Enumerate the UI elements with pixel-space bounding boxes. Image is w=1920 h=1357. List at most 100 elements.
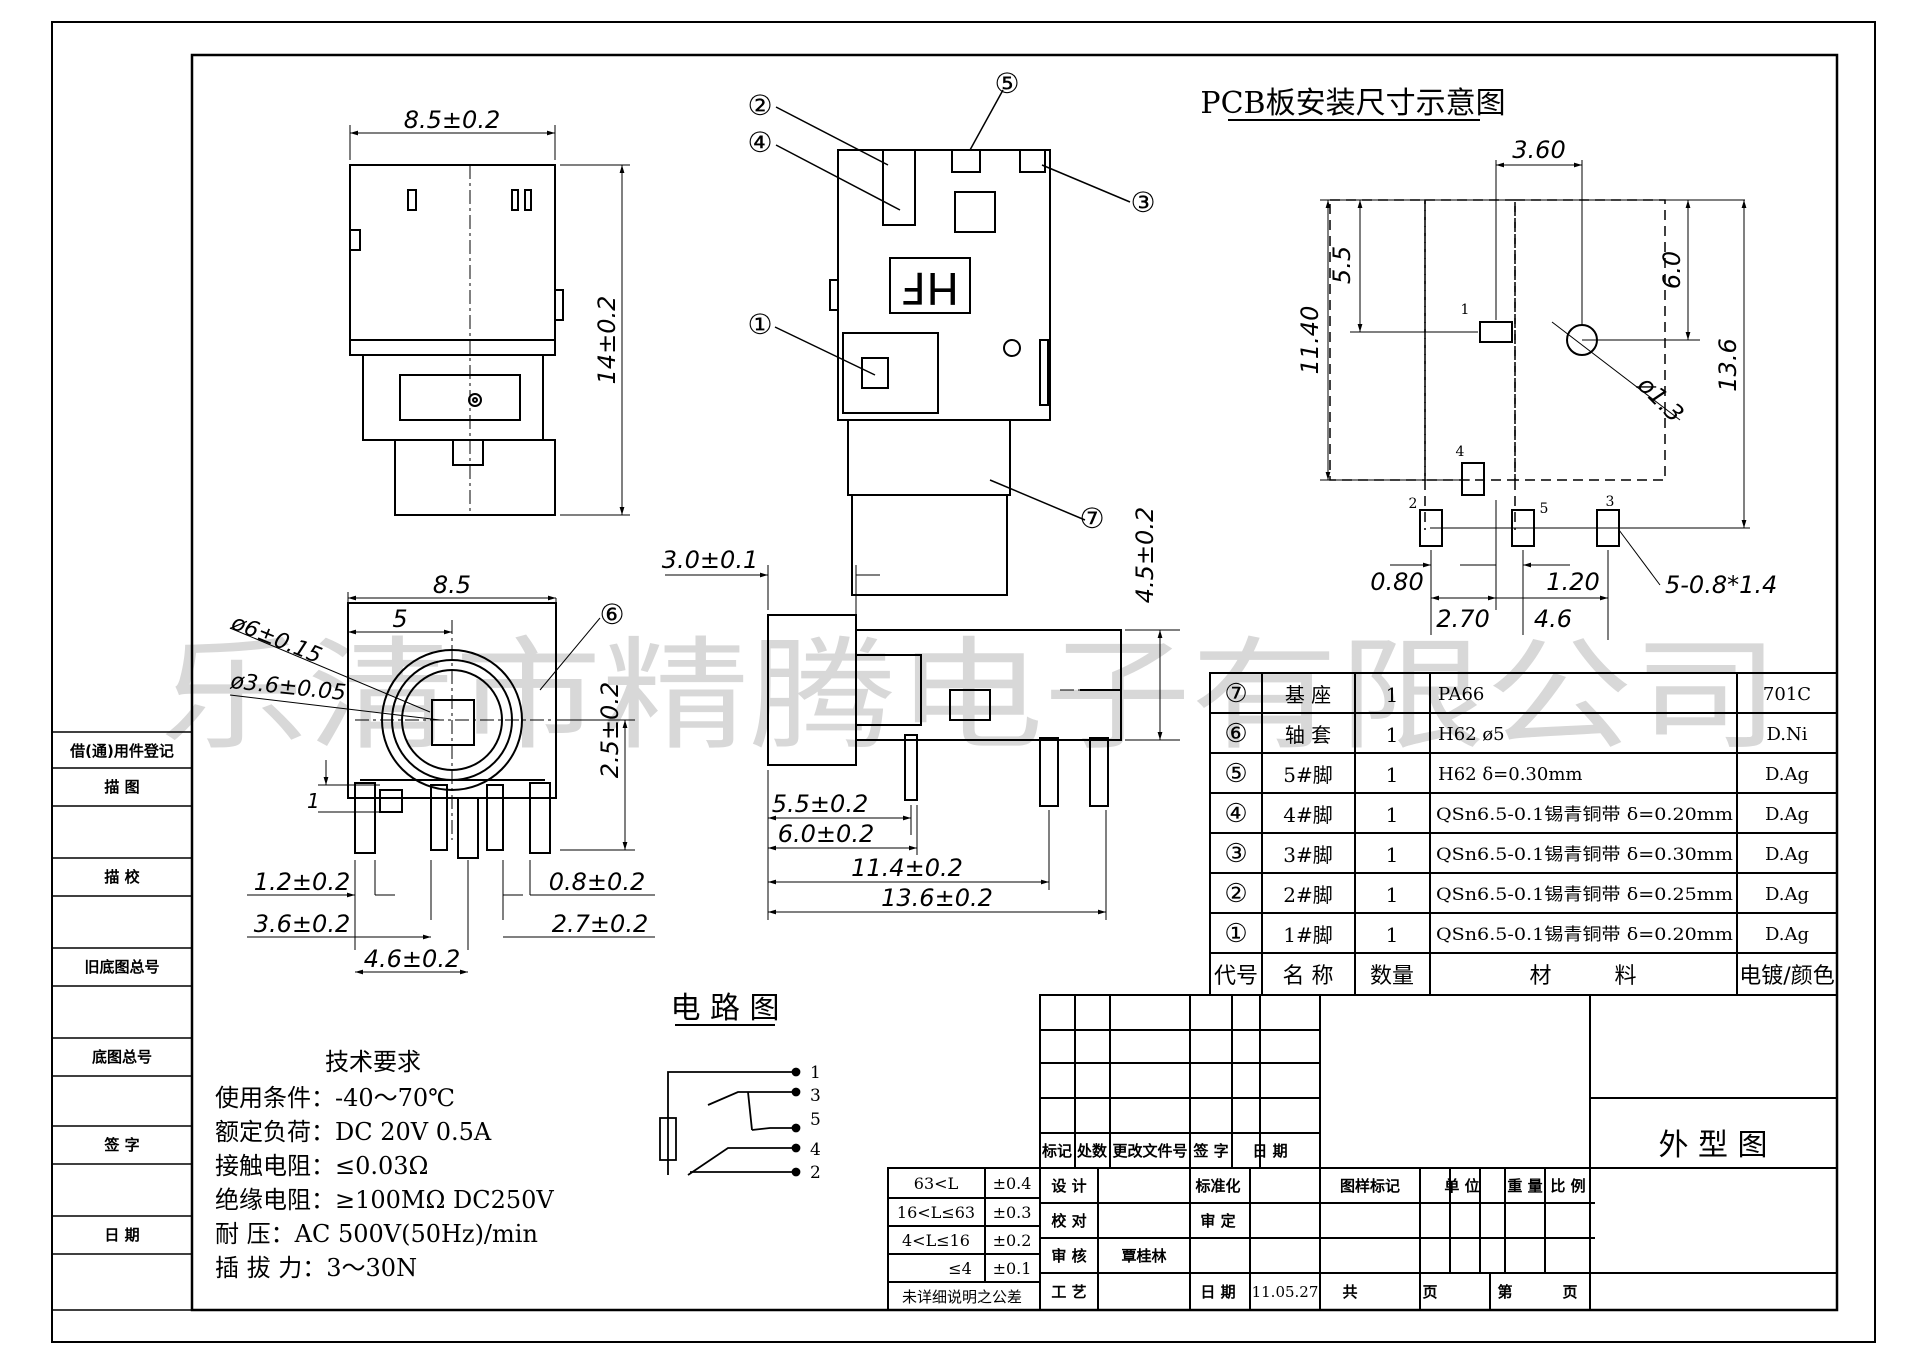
pcb-dim-120: 1.20	[1546, 568, 1599, 596]
bom-name: 4#脚	[1283, 803, 1332, 827]
pcb-pin-5: 5	[1540, 501, 1549, 517]
bom-row: ④ 4#脚 1 QSn6.5-0.1锡青铜带 δ=0.20mm D.Ag	[1224, 799, 1809, 829]
strip-trace-check: 描 校	[104, 868, 140, 886]
callout-5: ⑤	[994, 67, 1019, 100]
bom-plating: 701C	[1763, 684, 1811, 705]
strip-date: 日 期	[104, 1226, 139, 1244]
callout-3: ③	[1130, 186, 1155, 219]
tech-line: 接触电阻：≤0.03Ω	[215, 1152, 428, 1180]
bottom-dim-12: 1.2±0.2	[254, 868, 350, 896]
tol-value: ±0.3	[993, 1203, 1032, 1222]
strip-sign: 签 字	[103, 1136, 139, 1154]
circuit-pin-3: 3	[810, 1086, 821, 1106]
bottom-dim-36: 3.6±0.2	[254, 910, 350, 938]
bom-header: 代号 名 称 数量 材 料 电镀/颜色	[1214, 964, 1835, 989]
bom-code: ②	[1224, 879, 1247, 909]
bom-qty: 1	[1386, 803, 1399, 827]
pcb-dim-pads: 5-0.8*1.4	[1665, 571, 1777, 599]
tech-line: 耐 压：AC 500V(50Hz)/min	[215, 1220, 538, 1248]
bom-row: ⑦ 基 座 1 PA66 701C	[1224, 679, 1811, 709]
side-dims	[665, 565, 1180, 920]
side-dim-114: 11.4±0.2	[851, 854, 963, 882]
bom-material: QSn6.5-0.1锡青铜带 δ=0.25mm	[1436, 885, 1733, 905]
bom-plating: D.Ag	[1765, 804, 1809, 825]
top-view-dims	[349, 125, 630, 516]
bom-qty: 1	[1386, 723, 1399, 747]
tol-range: 16<L≤63	[897, 1203, 975, 1222]
bom-material: QSn6.5-0.1锡青铜带 δ=0.30mm	[1436, 845, 1733, 865]
tb-approve: 审 定	[1200, 1212, 1235, 1230]
bottom-view	[347, 602, 560, 859]
tb-page2: 页	[1562, 1283, 1577, 1301]
bom-row: ⑤ 5#脚 1 H62 δ=0.30mm D.Ag	[1224, 759, 1809, 789]
bom-plating: D.Ag	[1765, 844, 1809, 865]
front-logo: HF	[901, 262, 959, 313]
bottom-dim-1: 1	[307, 789, 320, 813]
tol-value: ±0.4	[993, 1174, 1032, 1193]
tb-rev-count: 处数	[1076, 1142, 1108, 1160]
bom-code: ⑦	[1224, 679, 1247, 709]
circuit-pin-1: 1	[810, 1063, 821, 1083]
left-strip	[51, 731, 193, 1311]
bottom-dim-85: 8.5	[433, 571, 471, 599]
bom-material: H62 ø5	[1438, 724, 1505, 745]
bom-plating: D.Ag	[1765, 924, 1809, 945]
drawing-name: 外 型 图	[1658, 1128, 1767, 1163]
tech-line: 绝缘电阻：≥100MΩ DC250V	[215, 1186, 554, 1214]
bottom-dim-08: 0.8±0.2	[549, 868, 645, 896]
tol-range: ≤4	[948, 1259, 972, 1278]
pcb-dim-60: 6.0	[1658, 251, 1686, 289]
tech-line: 使用条件：-40～70℃	[215, 1084, 455, 1112]
bom-name: 3#脚	[1283, 843, 1332, 867]
tol-range: 4<L≤16	[902, 1231, 970, 1250]
pcb-dim-55: 5.5	[1328, 246, 1356, 284]
pcb-pin-3: 3	[1606, 494, 1615, 510]
pcb-dim-46: 4.6	[1534, 605, 1572, 633]
callout-2: ②	[747, 89, 772, 122]
tb-rev-mark: 标记	[1041, 1142, 1072, 1160]
tol-value: ±0.2	[993, 1231, 1032, 1250]
bom-header-plating: 电镀/颜色	[1739, 964, 1834, 989]
bom-code: ⑥	[1224, 719, 1247, 749]
pcb-pin-4: 4	[1456, 444, 1465, 460]
tolerance-table	[887, 1167, 1041, 1311]
bom-plating: D.Ag	[1765, 764, 1809, 785]
circuit-pin-4: 4	[810, 1140, 821, 1160]
bom-name: 5#脚	[1283, 763, 1332, 787]
callout-1: ①	[747, 308, 772, 341]
tol-value: ±0.1	[993, 1259, 1032, 1278]
bom-material: QSn6.5-0.1锡青铜带 δ=0.20mm	[1436, 925, 1733, 945]
tb-date-label: 日 期	[1200, 1283, 1235, 1301]
bom-qty: 1	[1386, 923, 1399, 947]
side-dim-55: 5.5±0.2	[772, 790, 868, 818]
bom-plating: D.Ag	[1765, 884, 1809, 905]
tol-range: 63<L	[914, 1174, 959, 1193]
pcb-dim-360: 3.60	[1512, 136, 1565, 164]
tech-line: 额定负荷：DC 20V 0.5A	[215, 1118, 492, 1146]
bom-row: ② 2#脚 1 QSn6.5-0.1锡青铜带 δ=0.25mm D.Ag	[1224, 879, 1809, 909]
tb-std: 标准化	[1194, 1177, 1240, 1195]
side-view	[767, 614, 1122, 807]
strip-base-no: 底图总号	[92, 1048, 152, 1066]
pcb-pin-1: 1	[1461, 302, 1470, 318]
side-dim-136: 13.6±0.2	[881, 884, 993, 912]
tech-line: 插 拔 力：3～30N	[215, 1254, 417, 1282]
bom-name: 2#脚	[1283, 883, 1332, 907]
strip-old-no: 旧底图总号	[84, 958, 159, 976]
strip-borrow: 借(通)用件登记	[69, 742, 174, 760]
bom-row: ⑥ 轴 套 1 H62 ø5 D.Ni	[1224, 719, 1807, 749]
bom-name: 1#脚	[1283, 923, 1332, 947]
pcb-pads	[1419, 321, 1620, 547]
pcb-title: PCB板安装尺寸示意图	[1200, 86, 1505, 121]
bom-code: ③	[1224, 839, 1247, 869]
pcb-dim-270: 2.70	[1436, 605, 1489, 633]
side-dim-60: 6.0±0.2	[778, 820, 874, 848]
bom-material: QSn6.5-0.1锡青铜带 δ=0.20mm	[1436, 805, 1733, 825]
tb-unit: 单 位	[1444, 1177, 1479, 1195]
bottom-dim-46: 4.6±0.2	[364, 945, 460, 973]
tb-weight: 重 量	[1507, 1177, 1542, 1195]
tb-rev-doc: 更改文件号	[1112, 1142, 1187, 1160]
watermark: 乐清市精腾电子有限公司	[160, 625, 1780, 767]
bottom-dim-27: 2.7±0.2	[552, 910, 648, 938]
